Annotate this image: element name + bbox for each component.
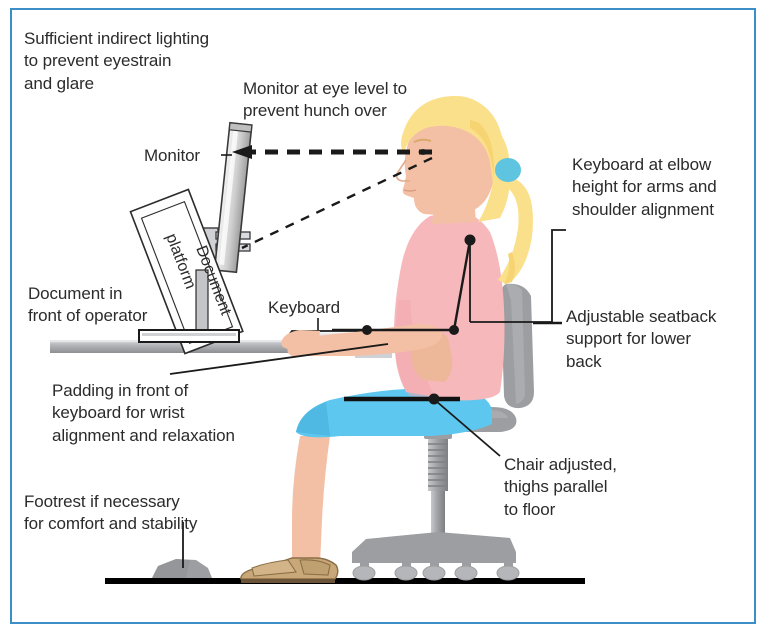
annotation-keyboard: Keyboard [268, 298, 340, 317]
annotation-wrist-padding: Padding in front of keyboard for wrist a… [52, 381, 235, 445]
floor-line [105, 578, 585, 584]
person-figure [240, 95, 533, 583]
footrest-shape [152, 559, 212, 578]
annotation-lighting: Sufficient indirect lighting to prevent … [24, 29, 209, 93]
annotation-adjustable-seatback: Adjustable seatback support for lower ba… [566, 307, 717, 371]
annotation-document-front-of-operator: Document in front of operator [28, 284, 148, 326]
annotation-footrest: Footrest if necessary for comfort and st… [24, 492, 198, 534]
document-platform-shape [129, 188, 244, 355]
eye-level-arrow [232, 145, 432, 159]
elbow-height-line [332, 234, 476, 335]
leader-lines [169, 154, 566, 568]
annotation-chair-adjusted: Chair adjusted, thighs parallel to floor [504, 455, 617, 519]
annotation-keyboard-elbow-height: Keyboard at elbow height for arms and sh… [572, 155, 717, 219]
annotation-monitor: Monitor [144, 146, 200, 165]
annotation-monitor-eye-level: Monitor at eye level to prevent hunch ov… [243, 79, 408, 121]
lower-sight-line [241, 156, 433, 250]
shoe-shape [240, 557, 339, 583]
